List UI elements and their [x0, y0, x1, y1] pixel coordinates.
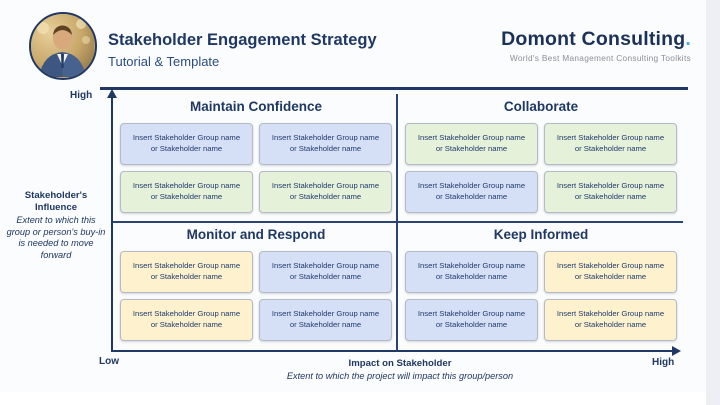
- stakeholder-placeholder-box: Insert Stakeholder Group name or Stakeho…: [544, 251, 677, 293]
- brand-tagline: World's Best Management Consulting Toolk…: [509, 53, 691, 64]
- matrix-horizontal-divider: [113, 221, 683, 223]
- stakeholder-placeholder-box: Insert Stakeholder Group name or Stakeho…: [405, 299, 538, 341]
- brand-dot: .: [685, 28, 691, 50]
- quadrant-title: Keep Informed: [493, 227, 589, 242]
- stakeholder-placeholder-box: Insert Stakeholder Group name or Stakeho…: [544, 299, 677, 341]
- stakeholder-placeholder-box: Insert Stakeholder Group name or Stakeho…: [405, 171, 538, 213]
- consultant-photo: [29, 12, 97, 80]
- stakeholder-placeholder-box: Insert Stakeholder Group name or Stakeho…: [544, 123, 677, 165]
- brand-name: Domont Consulting: [501, 28, 686, 50]
- x-axis-title: Impact on Stakeholder: [348, 358, 452, 369]
- quadrant-monitor-and-respond: Monitor and Respond Insert Stakeholder G…: [120, 225, 392, 341]
- y-axis-line: [111, 97, 113, 352]
- y-axis-description: Extent to which this group or person's b…: [6, 214, 106, 261]
- quadrant-boxes: Insert Stakeholder Group name or Stakeho…: [405, 123, 677, 213]
- portrait-image: [31, 14, 94, 77]
- stakeholder-placeholder-box: Insert Stakeholder Group name or Stakeho…: [120, 299, 253, 341]
- quadrant-boxes: Insert Stakeholder Group name or Stakeho…: [120, 123, 392, 213]
- header-divider: [100, 87, 688, 90]
- arrow-up-icon: [107, 89, 117, 98]
- stakeholder-placeholder-box: Insert Stakeholder Group name or Stakeho…: [405, 123, 538, 165]
- axis-low-label: Low: [99, 356, 119, 367]
- x-axis-high-label: High: [652, 357, 675, 368]
- stakeholder-placeholder-box: Insert Stakeholder Group name or Stakeho…: [259, 251, 392, 293]
- arrow-right-icon: [672, 346, 681, 356]
- stakeholder-placeholder-box: Insert Stakeholder Group name or Stakeho…: [120, 171, 253, 213]
- brand-logo: Domont Consulting.: [501, 28, 691, 50]
- quadrant-title: Monitor and Respond: [186, 227, 326, 242]
- quadrant-keep-informed: Keep Informed Insert Stakeholder Group n…: [405, 225, 677, 341]
- y-axis-title: Stakeholder's Influence: [24, 190, 88, 213]
- x-axis-line: [111, 350, 674, 352]
- quadrant-title: Collaborate: [503, 99, 579, 114]
- quadrant-maintain-confidence: Maintain Confidence Insert Stakeholder G…: [120, 97, 392, 213]
- quadrant-collaborate: Collaborate Insert Stakeholder Group nam…: [405, 97, 677, 213]
- stakeholder-placeholder-box: Insert Stakeholder Group name or Stakeho…: [405, 251, 538, 293]
- quadrant-boxes: Insert Stakeholder Group name or Stakeho…: [120, 251, 392, 341]
- stakeholder-placeholder-box: Insert Stakeholder Group name or Stakeho…: [259, 171, 392, 213]
- page-gutter: [706, 0, 720, 405]
- stakeholder-placeholder-box: Insert Stakeholder Group name or Stakeho…: [259, 123, 392, 165]
- stakeholder-placeholder-box: Insert Stakeholder Group name or Stakeho…: [120, 251, 253, 293]
- stakeholder-placeholder-box: Insert Stakeholder Group name or Stakeho…: [544, 171, 677, 213]
- y-axis-high-label: High: [70, 90, 93, 101]
- quadrant-boxes: Insert Stakeholder Group name or Stakeho…: [405, 251, 677, 341]
- slide-title: Stakeholder Engagement Strategy: [108, 31, 377, 49]
- slide-subtitle: Tutorial & Template: [108, 53, 220, 69]
- stakeholder-placeholder-box: Insert Stakeholder Group name or Stakeho…: [120, 123, 253, 165]
- x-axis-description: Extent to which the project will impact …: [286, 370, 514, 381]
- stakeholder-placeholder-box: Insert Stakeholder Group name or Stakeho…: [259, 299, 392, 341]
- quadrant-title: Maintain Confidence: [189, 99, 322, 114]
- matrix-vertical-divider: [396, 94, 398, 351]
